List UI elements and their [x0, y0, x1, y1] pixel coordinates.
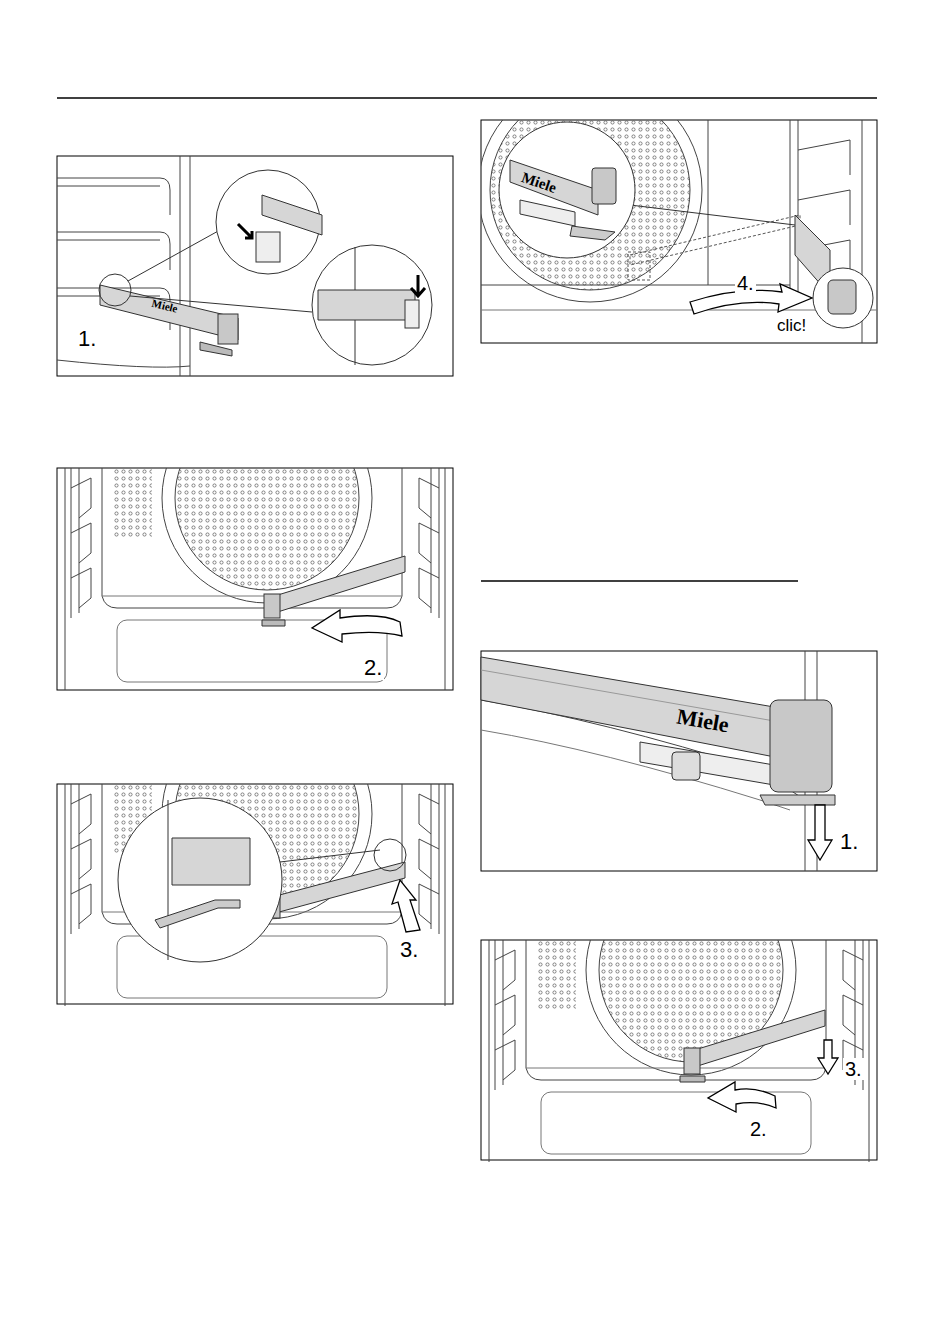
step-number: 3. [398, 938, 420, 962]
step-number: 1. [838, 830, 860, 854]
step-number: 2. [748, 1118, 769, 1140]
step-number: 3. [843, 1058, 864, 1080]
step-number: 2. [362, 656, 384, 680]
step-number: 4. [735, 272, 756, 294]
click-sound: clic! [775, 316, 808, 335]
step-number: 1. [76, 327, 98, 351]
